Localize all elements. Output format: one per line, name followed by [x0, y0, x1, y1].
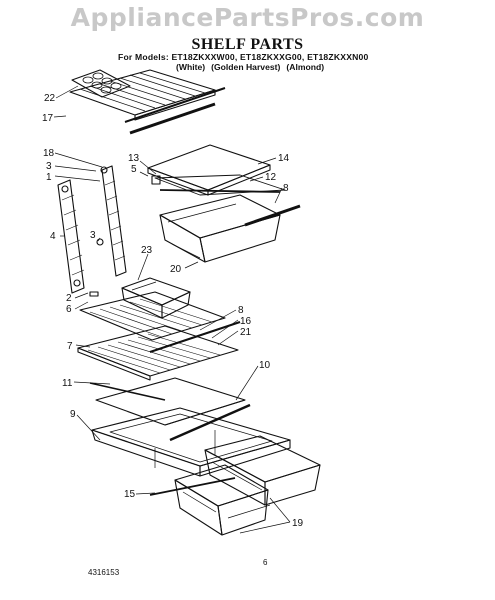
- upper-crisper-drawer: [159, 194, 281, 263]
- label-6: 6: [66, 304, 72, 315]
- shelf-ladder-rails: [57, 165, 127, 297]
- label-8b: 8: [238, 305, 244, 316]
- crisper-pans: [149, 435, 321, 536]
- label-19: 19: [292, 518, 304, 529]
- egg-tray: [71, 69, 131, 98]
- upper-wire-shelf: [69, 69, 226, 135]
- label-16: 16: [240, 316, 252, 327]
- lower-glass-shelf: [95, 377, 251, 442]
- watermark: AppliancePartsPros.com: [70, 3, 425, 32]
- label-3b: 3: [90, 230, 96, 241]
- upper-glass-shelf: [147, 144, 301, 227]
- page-number: 6: [263, 558, 268, 567]
- label-5: 5: [131, 164, 137, 175]
- slide-out-wire-shelf: [77, 325, 239, 401]
- label-23: 23: [141, 245, 153, 256]
- color-variants: (White) (Golden Harvest) (Almond): [176, 62, 330, 72]
- label-15: 15: [124, 489, 136, 500]
- diagram-title: SHELF PARTS: [191, 36, 304, 53]
- label-4: 4: [50, 231, 56, 242]
- models-line: For Models: ET18ZKXXW00, ET18ZKXXG00, ET…: [118, 52, 369, 62]
- label-11: 11: [62, 378, 73, 389]
- label-2: 2: [66, 293, 72, 304]
- color-golden-harvest: (Golden Harvest): [211, 62, 281, 72]
- utility-bin: [121, 277, 191, 319]
- shelf-support-clip: [151, 175, 161, 185]
- crisper-cover-frame: [91, 407, 291, 477]
- color-almond: (Almond): [286, 62, 325, 72]
- label-8a: 8: [283, 183, 289, 194]
- part-labels: 22 17 18 3 1 13 5 14 12 8 4 3 23 20 2 6 …: [42, 93, 304, 529]
- label-13: 13: [128, 153, 140, 164]
- label-18: 18: [43, 148, 55, 159]
- label-14: 14: [278, 153, 290, 164]
- label-9: 9: [70, 409, 76, 420]
- leader-lines: [53, 85, 291, 534]
- label-12: 12: [265, 172, 277, 183]
- middle-wire-shelf: [79, 291, 241, 354]
- label-21: 21: [240, 327, 252, 338]
- document-number: 4316153: [88, 568, 120, 577]
- label-17: 17: [42, 113, 54, 124]
- label-22: 22: [44, 93, 56, 104]
- label-3a: 3: [46, 161, 52, 172]
- label-7: 7: [67, 341, 73, 352]
- label-1: 1: [46, 172, 52, 183]
- label-20: 20: [170, 264, 182, 275]
- color-white: (White): [176, 62, 206, 72]
- label-10: 10: [259, 360, 271, 371]
